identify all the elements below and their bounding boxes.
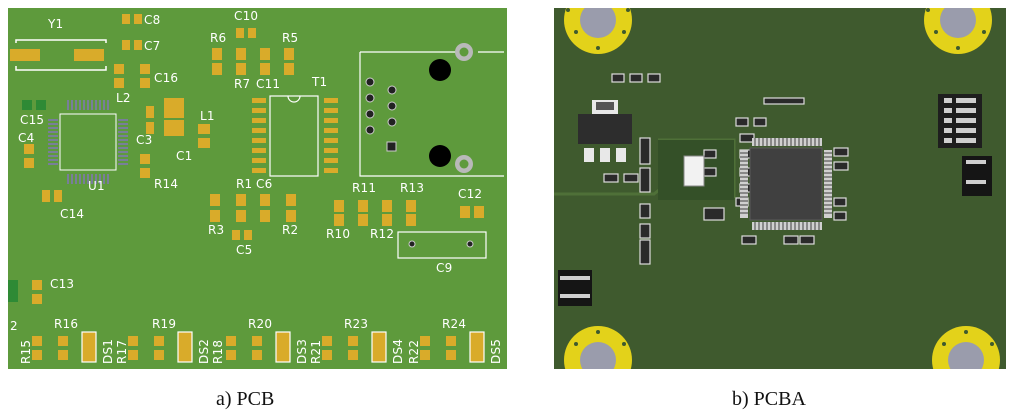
designator-r6: R6 [210,31,227,45]
designator-ds5: DS5 [489,338,503,364]
designator-r22: R22 [407,339,421,364]
designator-c11: C11 [256,77,281,91]
designator-c9: C9 [436,261,453,275]
designator-r14: R14 [154,177,179,191]
designator-u1: U1 [88,179,105,193]
crystal-y1 [10,39,107,71]
designator-r12: R12 [370,227,395,241]
designator-r15: R15 [19,339,33,364]
designator-r24: R24 [442,317,467,331]
pcb-layout-image: Y1 C8 C10 C7 R6 R5 C16 L2 R7 C11 T1 C15 … [8,8,507,369]
designator-l2: L2 [116,91,131,105]
designator-r16: R16 [54,317,79,331]
designator-c4: C4 [18,131,35,145]
designator-r10: R10 [326,227,351,241]
designator-r21: R21 [309,339,323,364]
designator-ds3: DS3 [295,338,309,364]
designator-y1: Y1 [48,17,64,31]
pin-header-right [962,156,992,196]
designator-r17: R17 [115,339,129,364]
designator-d2: 2 [10,319,18,333]
designator-l1: L1 [200,109,215,123]
t1-footprint [252,95,338,177]
designator-r20: R20 [248,317,273,331]
regulator [578,100,632,162]
pcba-artwork [554,8,1000,369]
caption-pcba: b) PCBA [732,388,806,410]
designator-r3: R3 [208,223,225,237]
c9-footprint [397,231,487,259]
designator-r23: R23 [344,317,369,331]
designator-ds2: DS2 [197,338,211,364]
mounting-holes [564,8,1000,369]
designator-c12: C12 [458,187,483,201]
dip-switch [938,94,982,148]
designator-r19: R19 [152,317,177,331]
designator-r13: R13 [400,181,425,195]
pcba-render-image [554,8,1006,369]
main-ic-qfp [740,138,832,230]
designator-r11: R11 [352,181,377,195]
caption-pcb: a) PCB [216,388,275,410]
designator-c3: C3 [136,133,153,147]
designator-c10: C10 [234,9,259,23]
designator-r18: R18 [211,339,225,364]
designator-r1: R1 [236,177,253,191]
designator-ds4: DS4 [391,338,405,364]
designator-c16: C16 [154,71,179,85]
designator-c7: C7 [144,39,161,53]
designator-r5: R5 [282,31,299,45]
pin-header-left [558,270,592,306]
designator-c5: C5 [236,243,253,257]
designator-t1: T1 [312,75,328,89]
designator-c6: C6 [256,177,273,191]
designator-ds1: DS1 [101,338,115,364]
led-row [32,331,485,363]
pcb-artwork [8,14,504,363]
u1-qfp-footprint [48,100,128,184]
designator-c15: C15 [20,113,45,127]
designator-c14: C14 [60,207,85,221]
oscillator [683,155,705,187]
rj45-footprint [359,43,504,177]
designator-c13: C13 [50,277,75,291]
designator-r2: R2 [282,223,299,237]
designator-r7: R7 [234,77,251,91]
designator-c1: C1 [176,149,193,163]
designator-c8: C8 [144,13,161,27]
